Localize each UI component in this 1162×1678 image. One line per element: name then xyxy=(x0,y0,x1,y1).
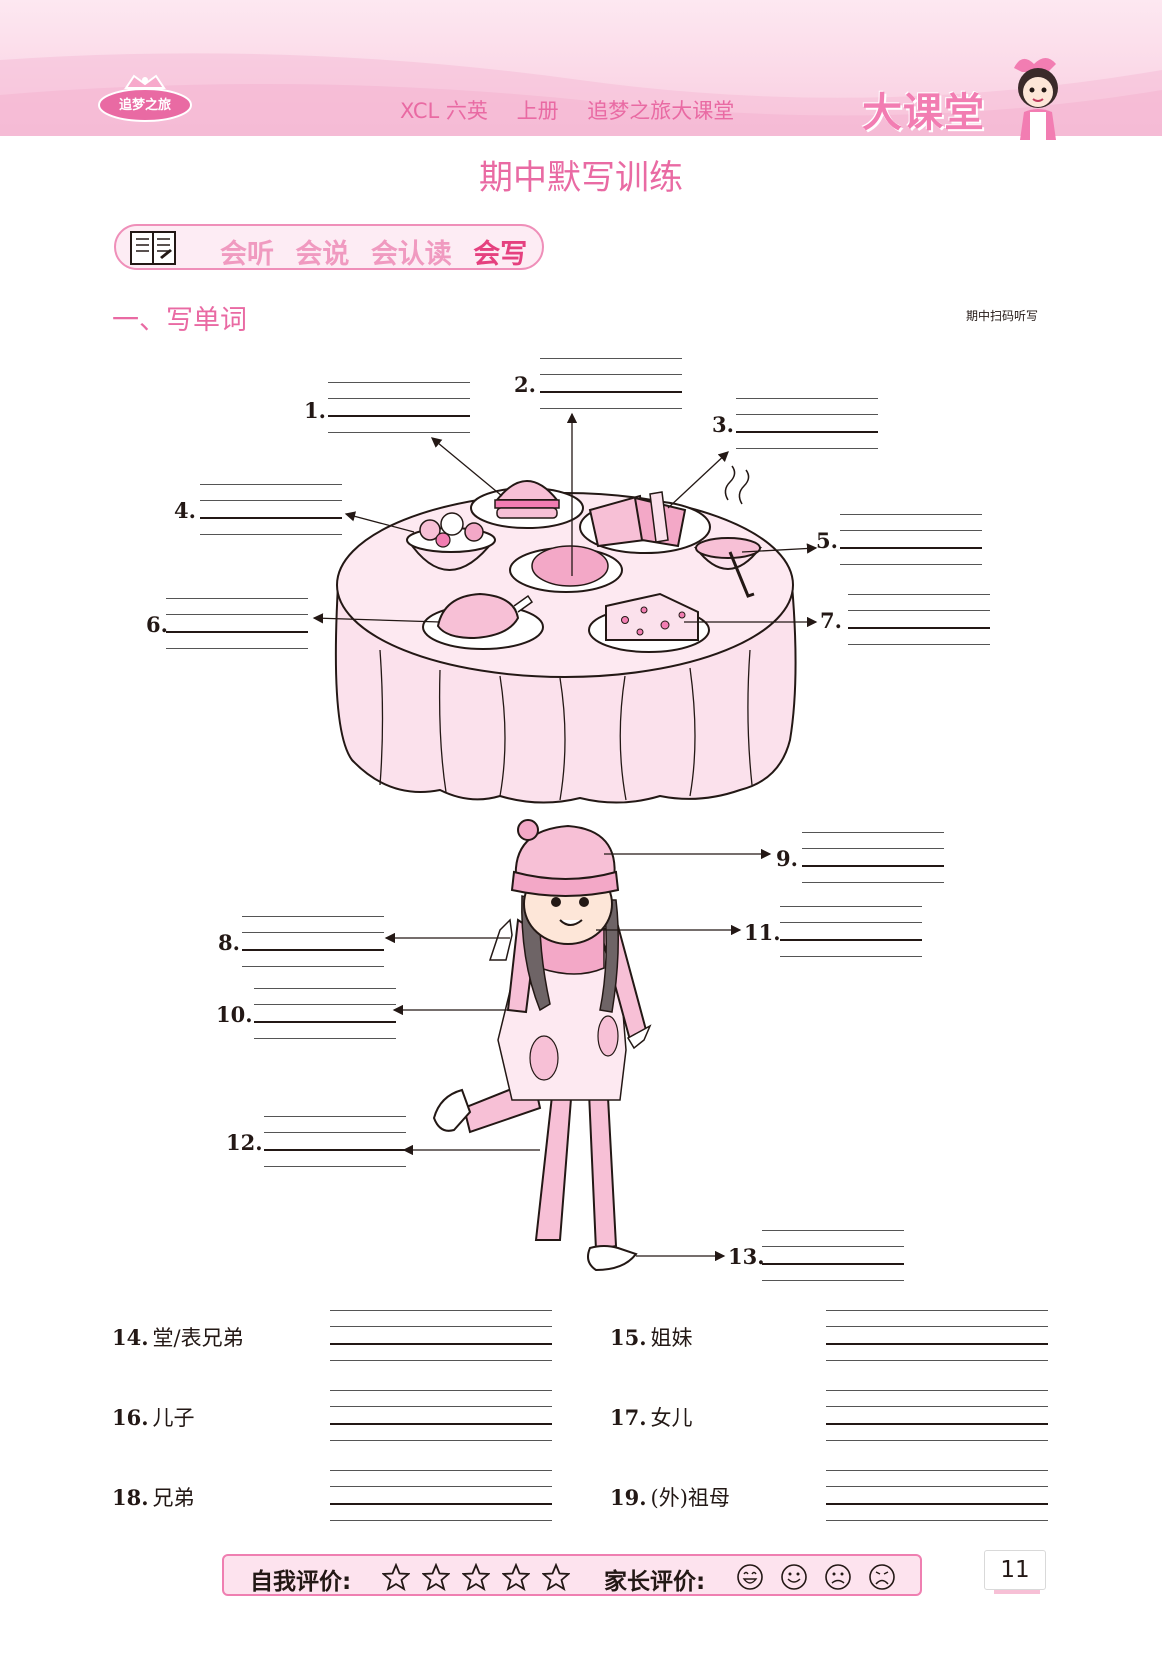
item-label-2: 2. xyxy=(514,372,536,397)
course-label: XCL 六英 xyxy=(400,99,488,123)
answer-lines-2[interactable] xyxy=(540,358,682,409)
brand-title: 大课堂 xyxy=(862,90,985,136)
rice-plate-icon xyxy=(509,545,623,593)
question-15-text: 姐妹 xyxy=(650,1326,693,1350)
self-eval-label: 自我评价: xyxy=(250,1569,352,1595)
item-label-10: 10. xyxy=(216,1002,253,1027)
answer-lines-13[interactable] xyxy=(762,1230,904,1281)
question-18-text: 兄弟 xyxy=(152,1486,195,1510)
evaluation-bar: 自我评价: 家长评价: xyxy=(222,1554,922,1596)
answer-lines-4[interactable] xyxy=(200,484,342,535)
star-icon[interactable] xyxy=(502,1563,530,1591)
answer-lines-11[interactable] xyxy=(780,906,922,957)
series-label: 追梦之旅大课堂 xyxy=(587,99,735,123)
cry-face-icon[interactable] xyxy=(868,1563,896,1591)
skill-list: 会听 会说 会认读 会写 xyxy=(220,232,539,271)
star-icon[interactable] xyxy=(542,1563,570,1591)
parent-eval-label: 家长评价: xyxy=(604,1569,706,1595)
question-16-text: 儿子 xyxy=(152,1406,195,1430)
cheese-icon xyxy=(588,592,710,653)
hamburger-icon xyxy=(470,480,584,529)
star-icon[interactable] xyxy=(382,1563,410,1591)
section-title: 一、写单词 xyxy=(112,305,247,336)
page-number-decoration xyxy=(994,1590,1040,1594)
skill-read: 会认读 xyxy=(370,239,452,270)
logo-text: 追梦之旅 xyxy=(118,98,171,113)
worksheet-illustration xyxy=(312,412,818,1272)
question-14-num: 14. xyxy=(112,1325,149,1350)
question-17: 17.女儿 xyxy=(610,1402,693,1432)
question-15: 15.姐妹 xyxy=(610,1322,693,1352)
scan-note: 期中扫码听写 xyxy=(966,309,1039,323)
answer-lines-5[interactable] xyxy=(840,514,982,565)
question-19: 19.(外)祖母 xyxy=(610,1482,730,1512)
answer-lines-1[interactable] xyxy=(328,382,470,433)
answer-lines-14[interactable] xyxy=(330,1310,552,1361)
answer-lines-18[interactable] xyxy=(330,1470,552,1521)
skill-speak: 会说 xyxy=(295,239,350,270)
star-icon[interactable] xyxy=(462,1563,490,1591)
item-label-6: 6. xyxy=(146,612,168,637)
question-14: 14.堂/表兄弟 xyxy=(112,1322,244,1352)
question-15-num: 15. xyxy=(610,1325,647,1350)
item-label-3: 3. xyxy=(712,412,734,437)
open-book-icon xyxy=(130,231,176,265)
answer-lines-10[interactable] xyxy=(254,988,396,1039)
answer-lines-3[interactable] xyxy=(736,398,878,449)
salad-bowl-icon xyxy=(406,512,497,571)
page-title: 期中默写训练 xyxy=(479,158,683,198)
chicken-icon xyxy=(422,592,544,650)
brand-logo-icon xyxy=(98,74,192,122)
sandwich-icon xyxy=(579,491,711,554)
answer-lines-17[interactable] xyxy=(826,1390,1048,1441)
laugh-face-icon[interactable] xyxy=(736,1563,764,1591)
soup-bowl-icon xyxy=(693,465,763,598)
skill-write: 会写 xyxy=(473,239,528,270)
question-14-text: 堂/表兄弟 xyxy=(152,1326,244,1350)
item-label-5: 5. xyxy=(816,528,838,553)
question-19-text: (外)祖母 xyxy=(650,1486,730,1510)
answer-lines-15[interactable] xyxy=(826,1310,1048,1361)
question-18: 18.兄弟 xyxy=(112,1482,195,1512)
item-label-9: 9. xyxy=(776,846,798,871)
item-label-12: 12. xyxy=(226,1130,263,1155)
item-label-4: 4. xyxy=(174,498,196,523)
answer-lines-6[interactable] xyxy=(166,598,308,649)
answer-lines-12[interactable] xyxy=(264,1116,406,1167)
item-label-11: 11. xyxy=(744,920,781,945)
girl-figure-icon xyxy=(432,819,652,1272)
item-label-1: 1. xyxy=(304,398,326,423)
answer-lines-16[interactable] xyxy=(330,1390,552,1441)
page-number: 11 xyxy=(984,1550,1046,1590)
header-banner xyxy=(0,0,1162,136)
mascot-girl-icon xyxy=(1014,58,1058,140)
volume-label: 上册 xyxy=(516,99,559,123)
item-label-7: 7. xyxy=(820,608,842,633)
skill-listen: 会听 xyxy=(220,239,274,270)
question-17-text: 女儿 xyxy=(650,1406,693,1430)
smile-face-icon[interactable] xyxy=(780,1563,808,1591)
header-info: XCL 六英 上册 追梦之旅大课堂 xyxy=(400,95,756,125)
answer-lines-19[interactable] xyxy=(826,1470,1048,1521)
answer-lines-9[interactable] xyxy=(802,832,944,883)
item-label-8: 8. xyxy=(218,930,240,955)
question-18-num: 18. xyxy=(112,1485,149,1510)
item-label-13: 13. xyxy=(728,1244,765,1269)
skill-badge: 会听 会说 会认读 会写 xyxy=(114,224,544,270)
question-19-num: 19. xyxy=(610,1485,647,1510)
question-16: 16.儿子 xyxy=(112,1402,195,1432)
star-icon[interactable] xyxy=(422,1563,450,1591)
sad-face-icon[interactable] xyxy=(824,1563,852,1591)
question-17-num: 17. xyxy=(610,1405,647,1430)
banner-wave-decoration xyxy=(0,53,1162,136)
answer-lines-7[interactable] xyxy=(848,594,990,645)
question-16-num: 16. xyxy=(112,1405,149,1430)
answer-lines-8[interactable] xyxy=(242,916,384,967)
